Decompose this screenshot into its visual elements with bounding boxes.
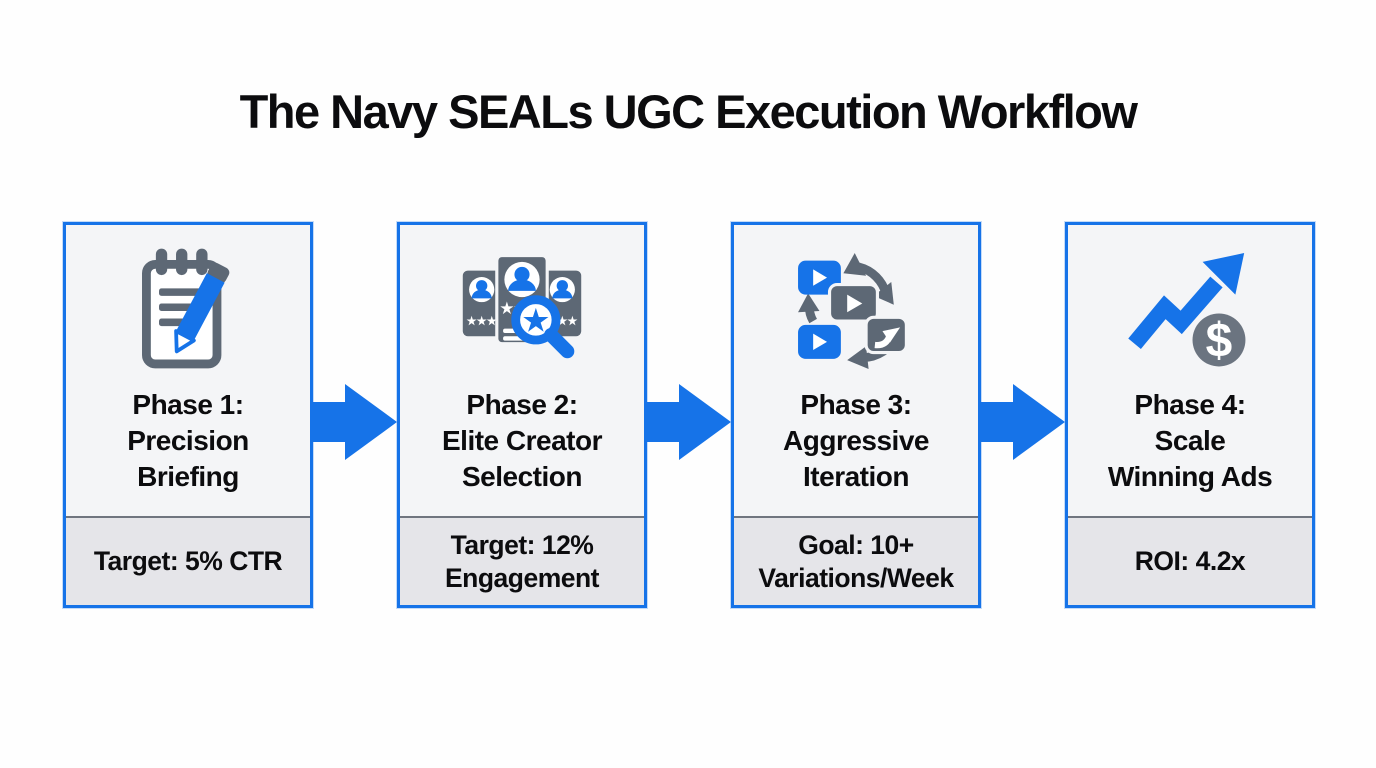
notepad-pencil-icon — [142, 248, 230, 369]
right-arrow-icon — [647, 384, 731, 460]
phase-1-metric-badge: Target: 5% CTR — [66, 516, 310, 605]
phase-4-metric-badge: ROI: 4.2x — [1068, 516, 1312, 605]
phase-4-title: Phase 4: Scale Winning Ads — [1068, 387, 1312, 495]
phase-title-line: Phase 4: — [1134, 389, 1246, 420]
phase-title-line: Scale — [1154, 425, 1226, 456]
flow-arrow-3 — [981, 222, 1065, 462]
right-arrow-icon — [981, 384, 1065, 460]
phase-2-title: Phase 2: Elite Creator Selection — [400, 387, 644, 495]
phase-title-line: Briefing — [137, 461, 239, 492]
phase-title-line: Phase 1: — [132, 389, 244, 420]
phase-title-line: Phase 2: — [466, 389, 578, 420]
phase-title-line: Elite Creator — [442, 425, 603, 456]
metric-line: Variations/Week — [758, 562, 954, 593]
phase-2-icon-area — [400, 245, 644, 377]
growth-chart-dollar-icon: $ — [1128, 253, 1246, 367]
metric-line: Engagement — [444, 562, 600, 593]
phase-2-metric-badge: Target: 12% Engagement — [400, 516, 644, 605]
phase-1-icon-area — [66, 245, 310, 377]
metric-line: Target: 12% — [450, 529, 594, 560]
phase-title-line: Aggressive — [783, 425, 929, 456]
flow-arrow-2 — [647, 222, 731, 462]
phase-title-line: Winning Ads — [1107, 461, 1273, 492]
metric-line: Goal: 10+ — [798, 529, 914, 560]
phase-3-metric-badge: Goal: 10+ Variations/Week — [734, 516, 978, 605]
phase-title-line: Selection — [462, 461, 582, 492]
phase-card-1: Phase 1: Precision Briefing Target: 5% C… — [63, 222, 313, 608]
metric-line: Target: 5% CTR — [93, 546, 283, 576]
workflow-diagram: Phase 1: Precision Briefing Target: 5% C… — [63, 222, 1315, 608]
metric-line: ROI: 4.2x — [1134, 546, 1246, 576]
phase-3-title: Phase 3: Aggressive Iteration — [734, 387, 978, 495]
svg-text:$: $ — [1206, 314, 1233, 367]
phase-1-title: Phase 1: Precision Briefing — [66, 387, 310, 495]
creator-cards-magnifier-icon — [462, 253, 582, 359]
flow-arrow-1 — [313, 222, 397, 462]
page-title: The Navy SEALs UGC Execution Workflow — [239, 85, 1138, 138]
right-arrow-icon — [313, 384, 397, 460]
phase-title-line: Phase 3: — [800, 389, 912, 420]
phase-card-3: Phase 3: Aggressive Iteration Goal: 10+ … — [731, 222, 981, 608]
video-iteration-icon — [798, 253, 908, 369]
phase-card-2: Phase 2: Elite Creator Selection Target:… — [397, 222, 647, 608]
phase-title-line: Precision — [127, 425, 249, 456]
phase-3-icon-area — [734, 245, 978, 377]
phase-card-4: $ Phase 4: Scale Winning Ads ROI: 4.2x — [1065, 222, 1315, 608]
phase-4-icon-area: $ — [1068, 245, 1312, 377]
phase-title-line: Iteration — [803, 461, 909, 492]
